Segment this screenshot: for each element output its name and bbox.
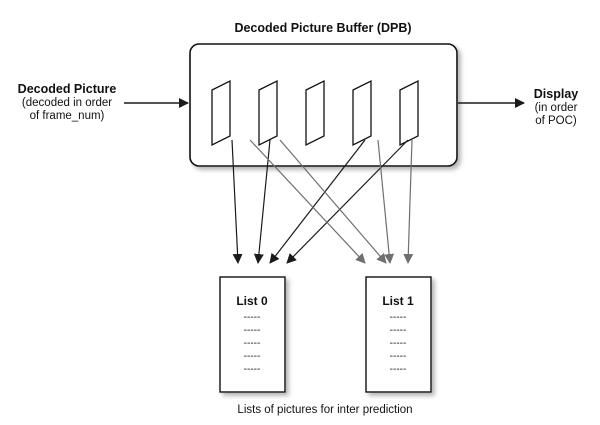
list0-title: List 0	[236, 294, 268, 308]
diagram-caption: Lists of pictures for inter prediction	[237, 404, 412, 416]
list0-entry: -----	[244, 338, 261, 349]
output-label: Display (in order of POC)	[534, 87, 579, 127]
list1-entry: -----	[390, 364, 407, 375]
arrow-frame1-to-list1	[249, 139, 366, 264]
list0-entry: -----	[244, 325, 261, 336]
list0-box	[219, 276, 286, 393]
arrow-frame1-to-list0	[231, 139, 243, 264]
dpb-frame	[258, 79, 278, 147]
arrow-frame4-to-list1	[377, 139, 395, 264]
list1-box	[365, 276, 432, 393]
input-label: Decoded Picture (decoded in order of fra…	[18, 82, 117, 122]
list0-arrows	[231, 139, 409, 264]
dpb-frame	[211, 79, 231, 147]
list0-entry: -----	[244, 351, 261, 362]
output-title: Display	[534, 87, 579, 101]
input-desc-line1: (decoded in order	[22, 97, 112, 109]
list0-entry: -----	[244, 312, 261, 323]
list1-entry: -----	[390, 351, 407, 362]
list0: List 0 ----- ----- ----- ----- -----	[219, 276, 286, 393]
list0-entry: -----	[244, 364, 261, 375]
arrow-frame2-to-list1	[279, 139, 387, 264]
dpb-frame	[352, 79, 372, 147]
list1-entry: -----	[390, 312, 407, 323]
output-desc-line2: of POC)	[535, 115, 577, 127]
dpb-frames	[211, 79, 419, 147]
dpb-title: Decoded Picture Buffer (DPB)	[234, 21, 411, 35]
input-desc-line2: of frame_num)	[30, 110, 105, 122]
list1: List 1 ----- ----- ----- ----- -----	[365, 276, 432, 393]
list1-entry: -----	[390, 338, 407, 349]
dpb-frame	[399, 79, 419, 147]
arrow-frame2-to-list0	[253, 139, 271, 264]
list1-title: List 1	[382, 294, 414, 308]
dpb-frame	[305, 79, 325, 147]
output-desc-line1: (in order	[535, 102, 578, 114]
arrow-frame5-to-list1	[403, 139, 414, 264]
list1-entry: -----	[390, 325, 407, 336]
list1-arrows	[249, 139, 414, 264]
input-title: Decoded Picture	[18, 82, 117, 96]
arrow-frame5-to-list0	[286, 139, 409, 264]
arrow-frame4-to-list0	[269, 139, 366, 264]
